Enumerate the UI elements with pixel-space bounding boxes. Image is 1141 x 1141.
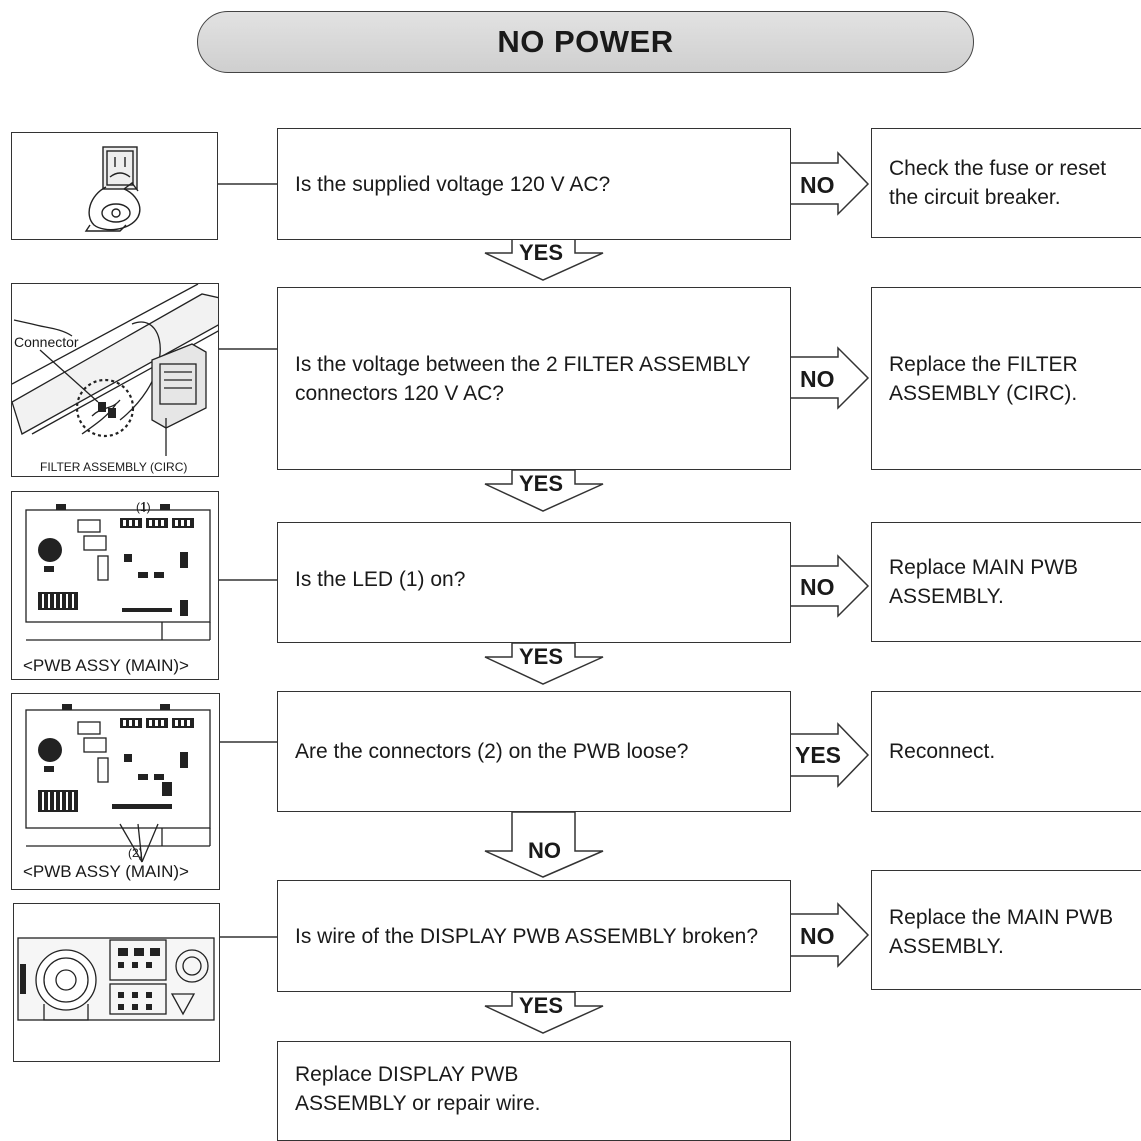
arrow-right-no-5 bbox=[789, 902, 870, 968]
action-box-3: Replace MAIN PWB ASSEMBLY. bbox=[871, 522, 1141, 642]
action-box-5: Replace the MAIN PWB ASSEMBLY. bbox=[871, 870, 1141, 990]
connector-label: Connector bbox=[14, 334, 79, 350]
branch-label-5: NO bbox=[800, 923, 835, 949]
action-text-1: Check the fuse or reset the circuit brea… bbox=[889, 157, 1107, 209]
question-box-2: Is the voltage between the 2 FILTER ASSE… bbox=[277, 287, 791, 470]
action-text-3: Replace MAIN PWB ASSEMBLY. bbox=[889, 556, 1079, 608]
connector-callout-2: (2) bbox=[128, 846, 143, 860]
next-label-1: YES bbox=[519, 240, 564, 265]
led-callout-1: (1) bbox=[136, 500, 151, 514]
question-text-5: Is wire of the DISPLAY PWB ASSEMBLY brok… bbox=[295, 924, 758, 948]
question-box-5: Is wire of the DISPLAY PWB ASSEMBLY brok… bbox=[277, 880, 791, 992]
filter-assembly-caption: FILTER ASSEMBLY (CIRC) bbox=[40, 460, 188, 474]
question-box-4: Are the connectors (2) on the PWB loose? bbox=[277, 691, 791, 812]
final-action-text: Replace DISPLAY PWB ASSEMBLY or repair w… bbox=[295, 1063, 541, 1115]
question-text-3: Is the LED (1) on? bbox=[295, 568, 466, 591]
question-box-1: Is the supplied voltage 120 V AC? bbox=[277, 128, 791, 240]
outlet-plug-illustration bbox=[11, 132, 218, 240]
next-label-2: YES bbox=[519, 471, 564, 496]
final-action-box: Replace DISPLAY PWB ASSEMBLY or repair w… bbox=[277, 1041, 791, 1141]
action-box-2: Replace the FILTER ASSEMBLY (CIRC). bbox=[871, 287, 1141, 470]
next-label-3: YES bbox=[519, 644, 564, 669]
branch-label-1: NO bbox=[800, 172, 835, 198]
pwb-main-illustration-2: (2) <PWB ASSY (MAIN)> bbox=[11, 693, 220, 890]
arrow-right-no-1 bbox=[789, 151, 870, 216]
next-label-5: YES bbox=[519, 993, 564, 1018]
pwb-main-caption-1: <PWB ASSY (MAIN)> bbox=[23, 656, 189, 675]
arrow-right-no-3 bbox=[789, 554, 870, 618]
question-text-1: Is the supplied voltage 120 V AC? bbox=[295, 172, 611, 196]
arrow-down-yes-1 bbox=[484, 238, 604, 281]
action-text-5: Replace the MAIN PWB ASSEMBLY. bbox=[889, 906, 1114, 958]
question-text-4: Are the connectors (2) on the PWB loose? bbox=[295, 740, 689, 763]
arrow-down-no-4 bbox=[484, 811, 604, 878]
arrow-down-yes-3 bbox=[484, 642, 604, 685]
page-title: NO POWER bbox=[197, 11, 974, 73]
arrow-right-no-2 bbox=[789, 346, 870, 410]
arrow-down-yes-5 bbox=[484, 991, 604, 1034]
action-text-2: Replace the FILTER ASSEMBLY (CIRC). bbox=[889, 353, 1078, 405]
action-box-1: Check the fuse or reset the circuit brea… bbox=[871, 128, 1141, 238]
branch-label-3: NO bbox=[800, 574, 835, 600]
arrow-down-yes-2 bbox=[484, 469, 604, 512]
filter-assembly-illustration: Connector FILTER ASSEMBLY (CIRC) bbox=[11, 283, 219, 477]
pwb-main-illustration-1: (1) <PWB ASSY (MAIN)> bbox=[11, 491, 219, 680]
pwb-main-caption-2: <PWB ASSY (MAIN)> bbox=[23, 862, 189, 881]
question-text-2: Is the voltage between the 2 FILTER ASSE… bbox=[295, 352, 751, 405]
branch-label-2: NO bbox=[800, 366, 835, 392]
branch-label-4: YES bbox=[795, 742, 842, 768]
display-pwb-illustration bbox=[13, 903, 220, 1062]
question-box-3: Is the LED (1) on? bbox=[277, 522, 791, 643]
next-label-4: NO bbox=[528, 838, 561, 863]
arrow-right-yes-4 bbox=[789, 722, 870, 788]
action-box-4: Reconnect. bbox=[871, 691, 1141, 812]
action-text-4: Reconnect. bbox=[889, 740, 996, 763]
